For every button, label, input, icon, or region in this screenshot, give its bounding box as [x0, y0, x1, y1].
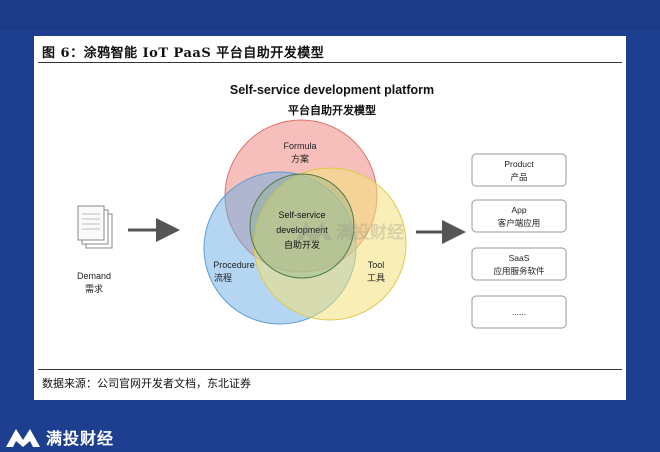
output-label-cn: 产品: [510, 172, 527, 183]
tool-circle: [253, 167, 407, 321]
figure-source: 数据来源：公司官网开发者文档，东北证券: [42, 377, 251, 390]
output-box-product: Product 产品: [471, 153, 567, 187]
output-label-en: ......: [512, 307, 526, 317]
brand-logo-icon: [6, 429, 40, 447]
center-label-line2: development: [276, 225, 328, 235]
output-box-saas: SaaS 应用服务软件: [471, 247, 567, 281]
tool-label-cn: 工具: [367, 273, 385, 284]
diagram-title-en: Self-service development platform: [230, 83, 434, 97]
output-box-more: ......: [471, 295, 567, 329]
diagram-title-cn: 平台自助开发模型: [288, 103, 376, 117]
figure-card: 图 6：涂鸦智能 IoT PaaS 平台自助开发模型 Self-service …: [34, 36, 626, 400]
output-label-en: SaaS: [509, 253, 530, 263]
formula-label-cn: 方案: [291, 153, 309, 165]
output-label-en: Product: [504, 159, 534, 169]
procedure-label-cn: 流程: [214, 272, 232, 284]
source-rule: [38, 369, 622, 370]
formula-label-en: Formula: [283, 141, 316, 151]
center-label-line3: 自助开发: [284, 239, 320, 251]
header-band: [0, 0, 660, 30]
diagram-canvas: Self-service development platform 平台自助开发…: [77, 83, 567, 329]
output-label-cn: 客户端应用: [498, 218, 541, 229]
brand-footer: 满投财经: [6, 426, 114, 448]
title-rule: [38, 62, 622, 63]
document-stack-icon: [77, 205, 113, 249]
demand-label-cn: 需求: [85, 283, 103, 295]
center-label-line1: Self-service: [278, 210, 325, 220]
figure-title: 图 6：涂鸦智能 IoT PaaS 平台自助开发模型: [42, 46, 325, 61]
tool-label-en: Tool: [368, 260, 385, 270]
procedure-label-en: Procedure: [213, 260, 255, 270]
output-label-cn: 应用服务软件: [493, 266, 545, 277]
watermark-text: 满投财经: [336, 222, 404, 243]
watermark: 满投财经: [296, 222, 404, 246]
demand-label-en: Demand: [77, 271, 111, 281]
output-label-en: App: [511, 205, 526, 215]
output-box-app: App 客户端应用: [471, 199, 567, 233]
brand-name: 满投财经: [46, 429, 115, 448]
watermark-logo-icon: [296, 222, 332, 246]
center-circle: [249, 173, 355, 279]
